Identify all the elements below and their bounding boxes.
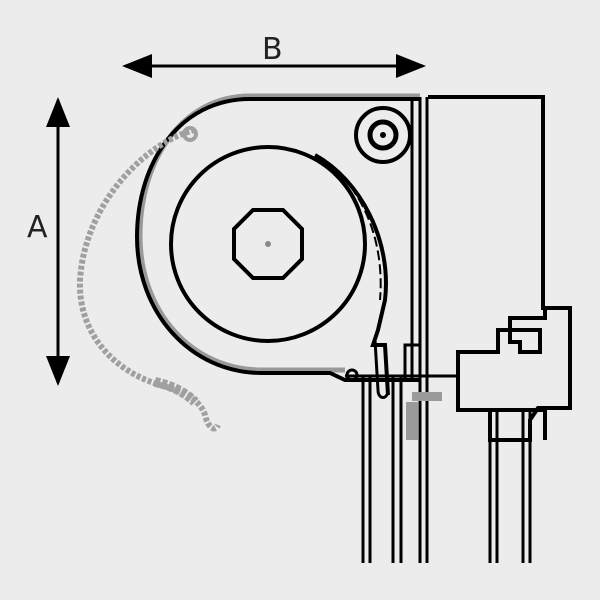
shutter-roll bbox=[169, 145, 367, 343]
shutter-curtain-inner bbox=[319, 157, 382, 301]
chain-bundle bbox=[153, 377, 199, 406]
chain-hook bbox=[182, 126, 198, 142]
guide-roller bbox=[354, 106, 412, 164]
dimension-b-label: B bbox=[262, 32, 283, 67]
octagonal-axle bbox=[232, 208, 304, 280]
housing bbox=[134, 97, 420, 382]
axle-center bbox=[265, 241, 271, 247]
clip-stem bbox=[406, 402, 418, 440]
window-frame bbox=[428, 95, 572, 442]
pull-chain bbox=[76, 127, 221, 432]
clip bbox=[412, 392, 442, 401]
guide-roller-center bbox=[380, 132, 386, 138]
guide-roller-inner bbox=[367, 119, 399, 151]
guide-rails bbox=[345, 97, 532, 563]
dimension-a-label: A bbox=[27, 210, 48, 245]
